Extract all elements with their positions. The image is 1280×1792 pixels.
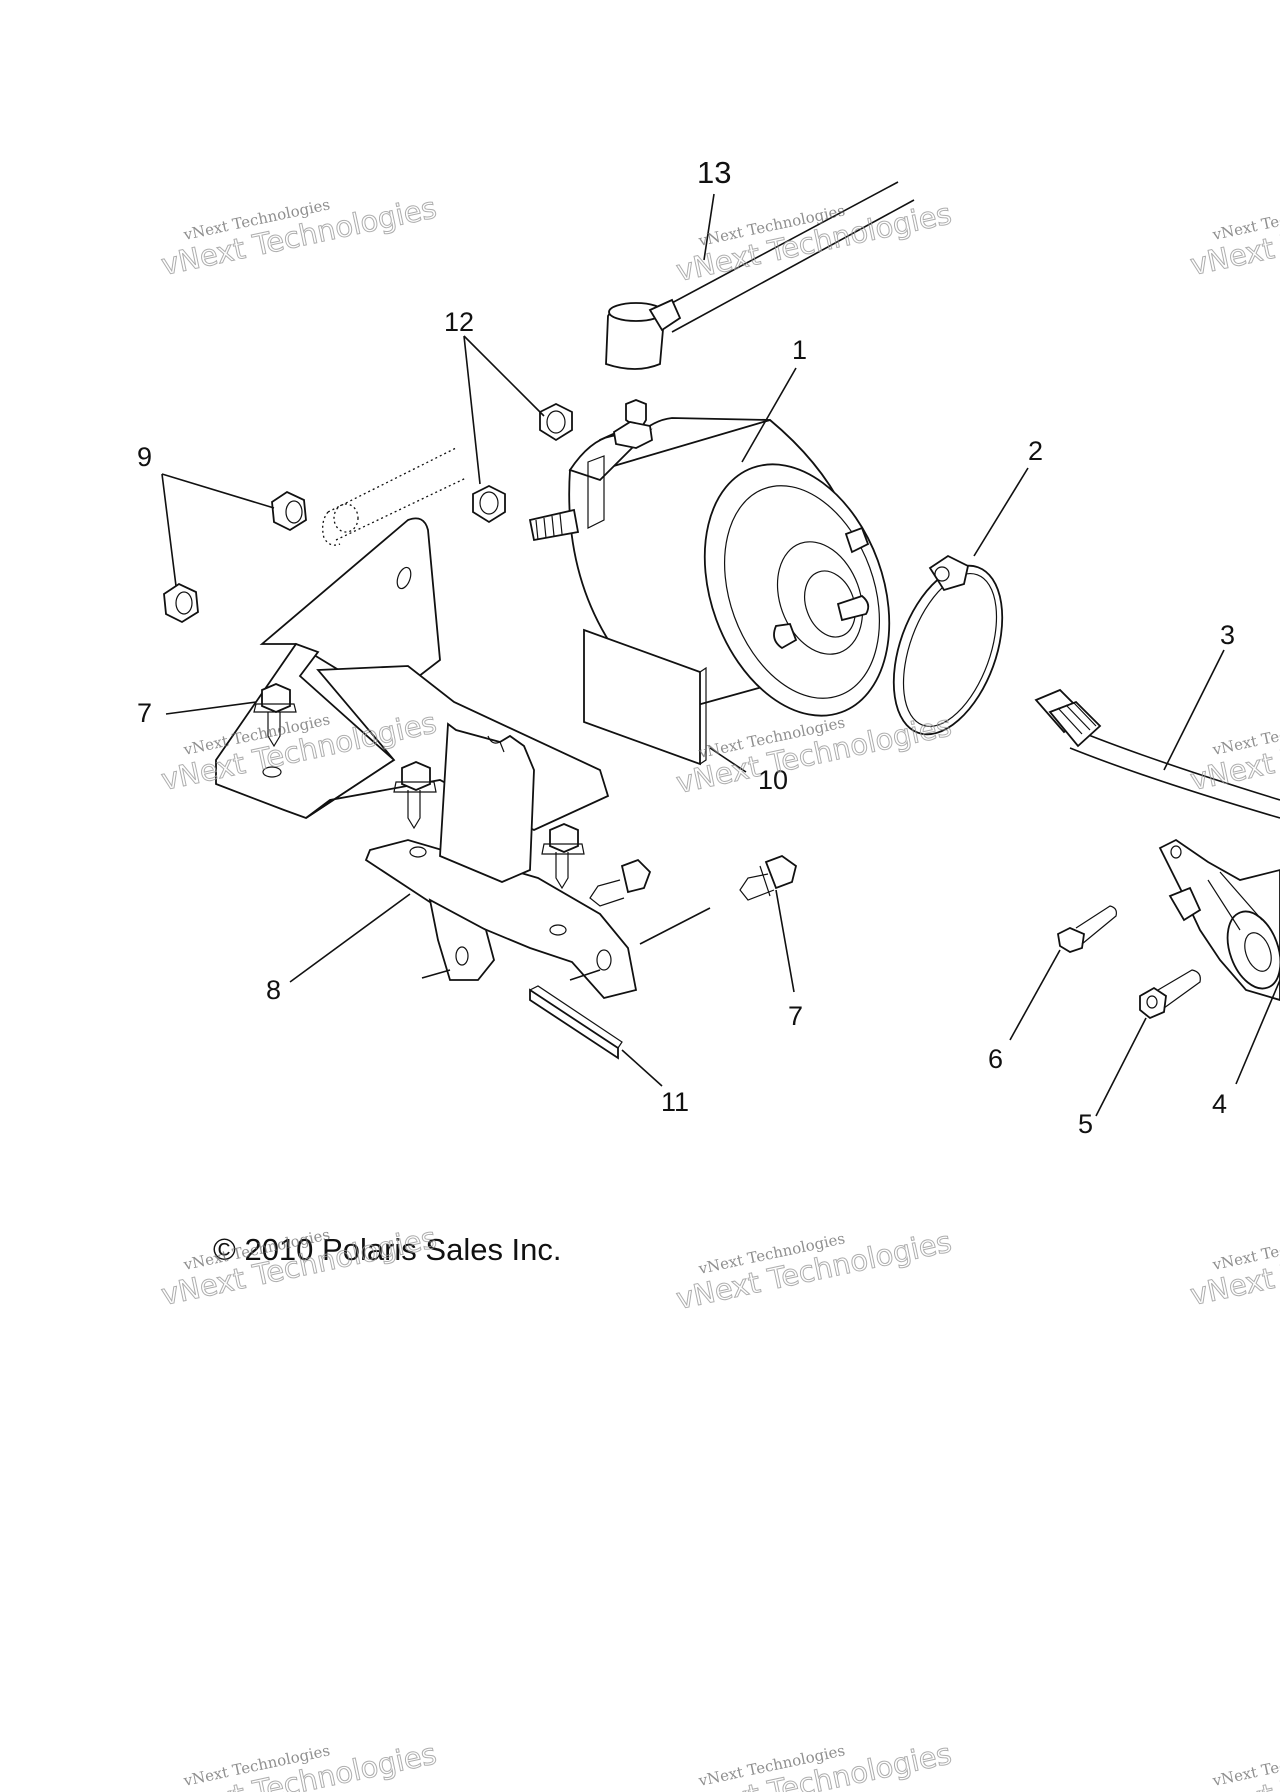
part-11-pad <box>529 985 623 1060</box>
part-6-screw <box>1057 905 1117 953</box>
callout-13: 13 <box>697 155 731 190</box>
part-5-screw <box>1139 969 1201 1020</box>
callout-6: 6 <box>988 1044 1003 1074</box>
callout-5: 5 <box>1078 1109 1093 1139</box>
part-7-bolt <box>393 761 437 830</box>
callout-11: 11 <box>661 1087 689 1117</box>
leader-lines <box>161 193 1280 1117</box>
part-8-lower-bracket <box>364 722 711 1000</box>
part-7-bolt <box>589 858 652 907</box>
part-7-bolt <box>739 854 798 901</box>
part-12-nut <box>472 484 506 524</box>
callout-8: 8 <box>266 975 281 1005</box>
callout-12: 12 <box>444 307 474 337</box>
callout-1: 1 <box>792 335 807 365</box>
part-3-cable <box>1034 688 1280 819</box>
part-9-nut <box>271 490 307 532</box>
callout-4: 4 <box>1212 1089 1227 1119</box>
part-7-bolt <box>253 683 297 748</box>
watermark: vNext Technologies vNext Technologies vN… <box>158 190 1280 1792</box>
callout-7-left: 7 <box>137 698 152 728</box>
part-7-bolt <box>541 823 585 890</box>
part-4-solenoid <box>1158 838 1280 1001</box>
part-10-pad <box>583 628 707 766</box>
copyright-notice: © 2010 Polaris Sales Inc. <box>213 1232 562 1267</box>
callout-9: 9 <box>137 442 152 472</box>
part-2-hose-clamp <box>892 554 1004 736</box>
part-12-nut <box>539 402 573 442</box>
callout-10: 10 <box>758 765 788 795</box>
callout-3: 3 <box>1220 620 1235 650</box>
callout-2: 2 <box>1028 436 1043 466</box>
part-13-battery-cable <box>605 181 915 370</box>
hidden-stud-outline <box>322 447 467 546</box>
callout-7-right: 7 <box>788 1001 803 1031</box>
part-9-nut <box>163 582 199 624</box>
part-1-starter-motor <box>528 399 891 717</box>
